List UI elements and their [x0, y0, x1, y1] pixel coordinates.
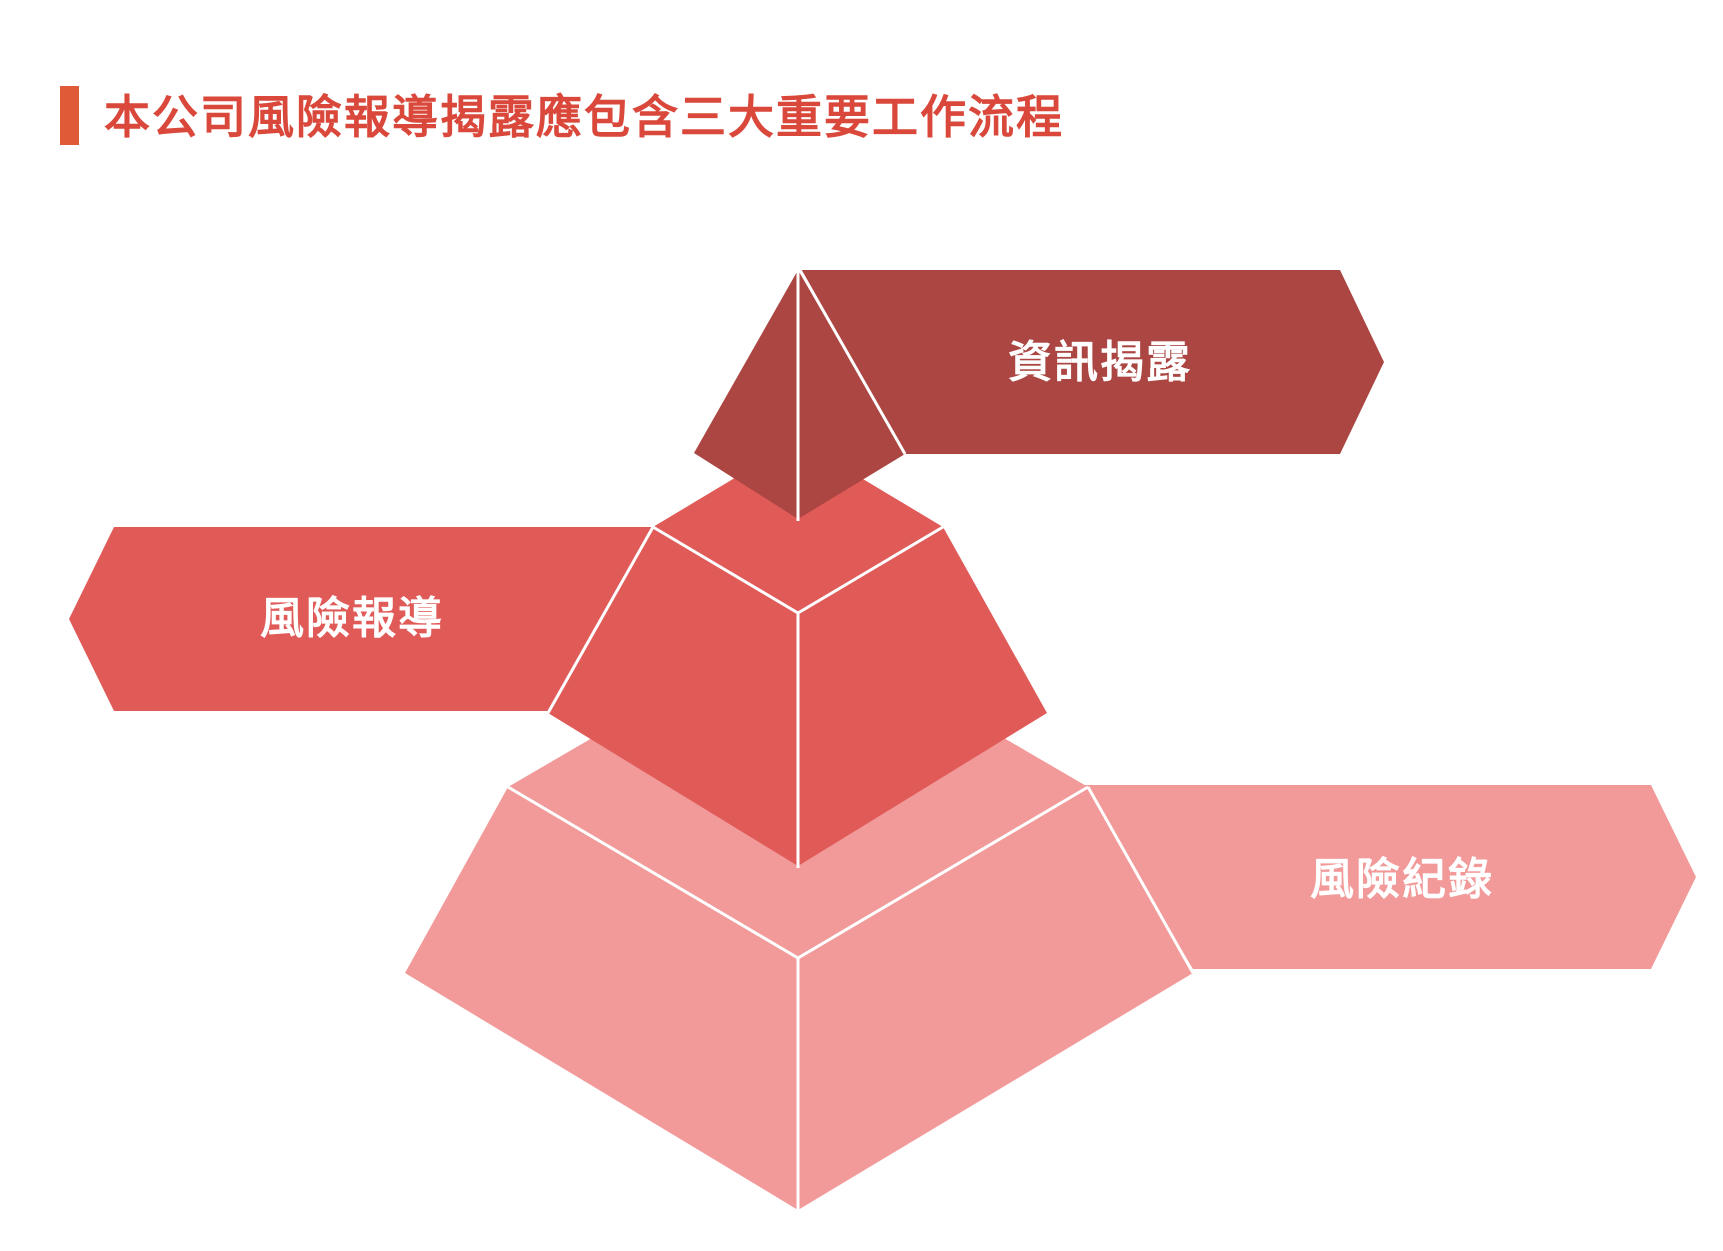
top-level-arrow	[800, 270, 1384, 454]
top-level-right-face	[798, 270, 905, 519]
bottom-level-left-face	[405, 787, 798, 1210]
bottom-level-arrow	[1082, 785, 1696, 969]
top-level-divider	[798, 269, 907, 455]
bottom-level-divider	[1086, 786, 1195, 974]
bottom-level-label: 風險紀錄	[1310, 854, 1494, 905]
top-level-left-face	[694, 270, 798, 519]
middle-level-arrow	[69, 527, 653, 711]
middle-level-right-face	[798, 527, 1047, 866]
middle-level-divider	[546, 526, 655, 714]
middle-level-label: 風險報導	[260, 593, 444, 644]
bottom-level-right-face	[798, 787, 1193, 1210]
title-accent-bar	[60, 86, 79, 145]
middle-level: 風險報導	[69, 440, 1047, 868]
page-title: 本公司風險報導揭露應包含三大重要工作流程	[104, 90, 1064, 144]
top-level-label: 資訊揭露	[1008, 337, 1192, 388]
top-level: 資訊揭露	[694, 269, 1384, 521]
middle-level-left-face	[548, 527, 798, 866]
